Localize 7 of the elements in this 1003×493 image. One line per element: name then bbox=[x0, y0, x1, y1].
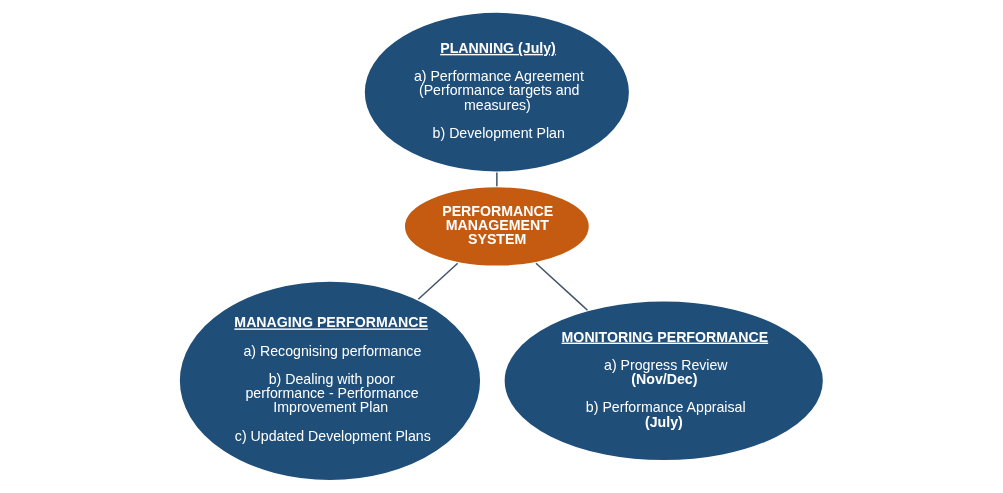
node-ellipse: MANAGING PERFORMANCE a) Recognising performance b) Dealing with poor performance - Performance Improvement Plan c) Updated Development Plans bbox=[177, 279, 483, 482]
node-ellipse: PERFORMANCE MANAGEMENT SYSTEM bbox=[402, 185, 591, 268]
connector bbox=[496, 171, 498, 187]
connector bbox=[417, 262, 459, 300]
connector bbox=[535, 262, 589, 311]
node-ellipse: MONITORING PERFORMANCE a) Progress Review (Nov/Dec) b) Performance Appraisal (July) bbox=[502, 299, 825, 463]
node-ellipse: PLANNING (July) a) Performance Agreement (Performance targets and measures) b) Development Plan bbox=[362, 10, 631, 174]
